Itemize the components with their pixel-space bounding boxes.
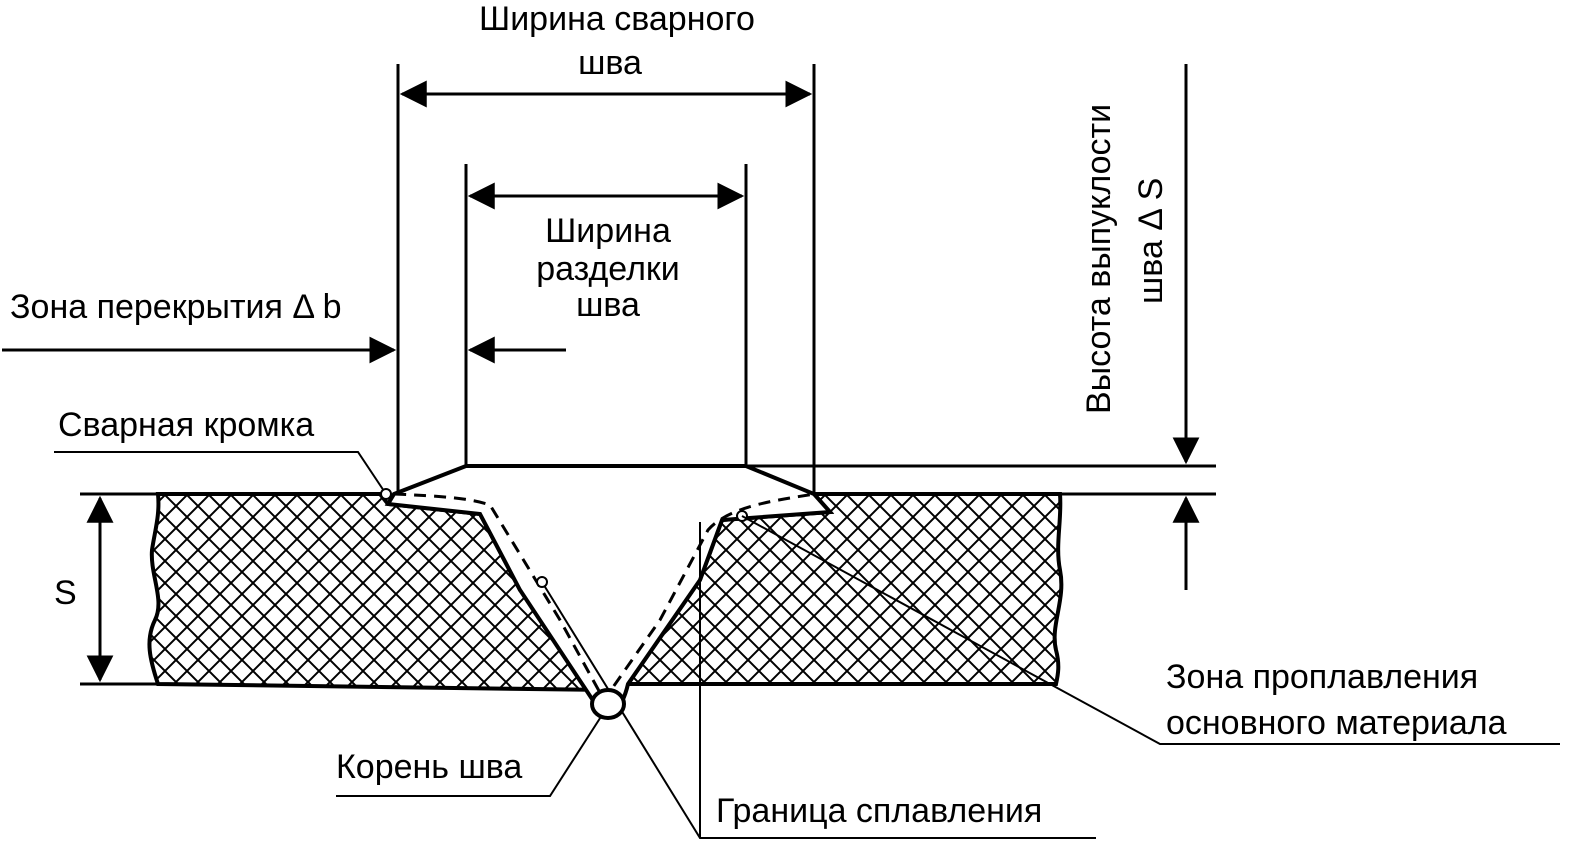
overlap-zone-label: Зона перекрытия Δ b bbox=[10, 288, 342, 326]
weld-edge-label: Сварная кромка bbox=[58, 406, 314, 444]
penetration-zone-leader bbox=[741, 515, 1560, 745]
groove-width-label-2: разделки bbox=[536, 250, 680, 288]
fusion-boundary-line bbox=[393, 492, 815, 703]
reinforcement-label-2: шва Δ S bbox=[1132, 178, 1170, 304]
penetration-zone-label-2: основного материала bbox=[1166, 704, 1507, 742]
reinforcement-label-1: Высота выпуклости bbox=[1080, 104, 1118, 414]
weld-root-label: Корень шва bbox=[336, 748, 522, 786]
weld-edge-point bbox=[380, 488, 392, 500]
weld-width-label-1: Ширина сварного bbox=[479, 0, 755, 38]
right-plate bbox=[624, 492, 1064, 686]
fusion-point bbox=[536, 576, 548, 588]
groove-width-label-1: Ширина bbox=[545, 212, 671, 250]
penetration-zone-label-1: Зона проплавления bbox=[1166, 658, 1478, 696]
root-leader bbox=[336, 711, 605, 797]
fusion-boundary-label: Граница сплавления bbox=[716, 792, 1042, 830]
weld-edge-leader bbox=[54, 451, 387, 495]
groove-width-label-3: шва bbox=[576, 286, 640, 324]
thickness-label: S bbox=[54, 574, 77, 612]
weld-root-bulb bbox=[590, 688, 626, 720]
weld-width-label-2: шва bbox=[578, 44, 642, 82]
